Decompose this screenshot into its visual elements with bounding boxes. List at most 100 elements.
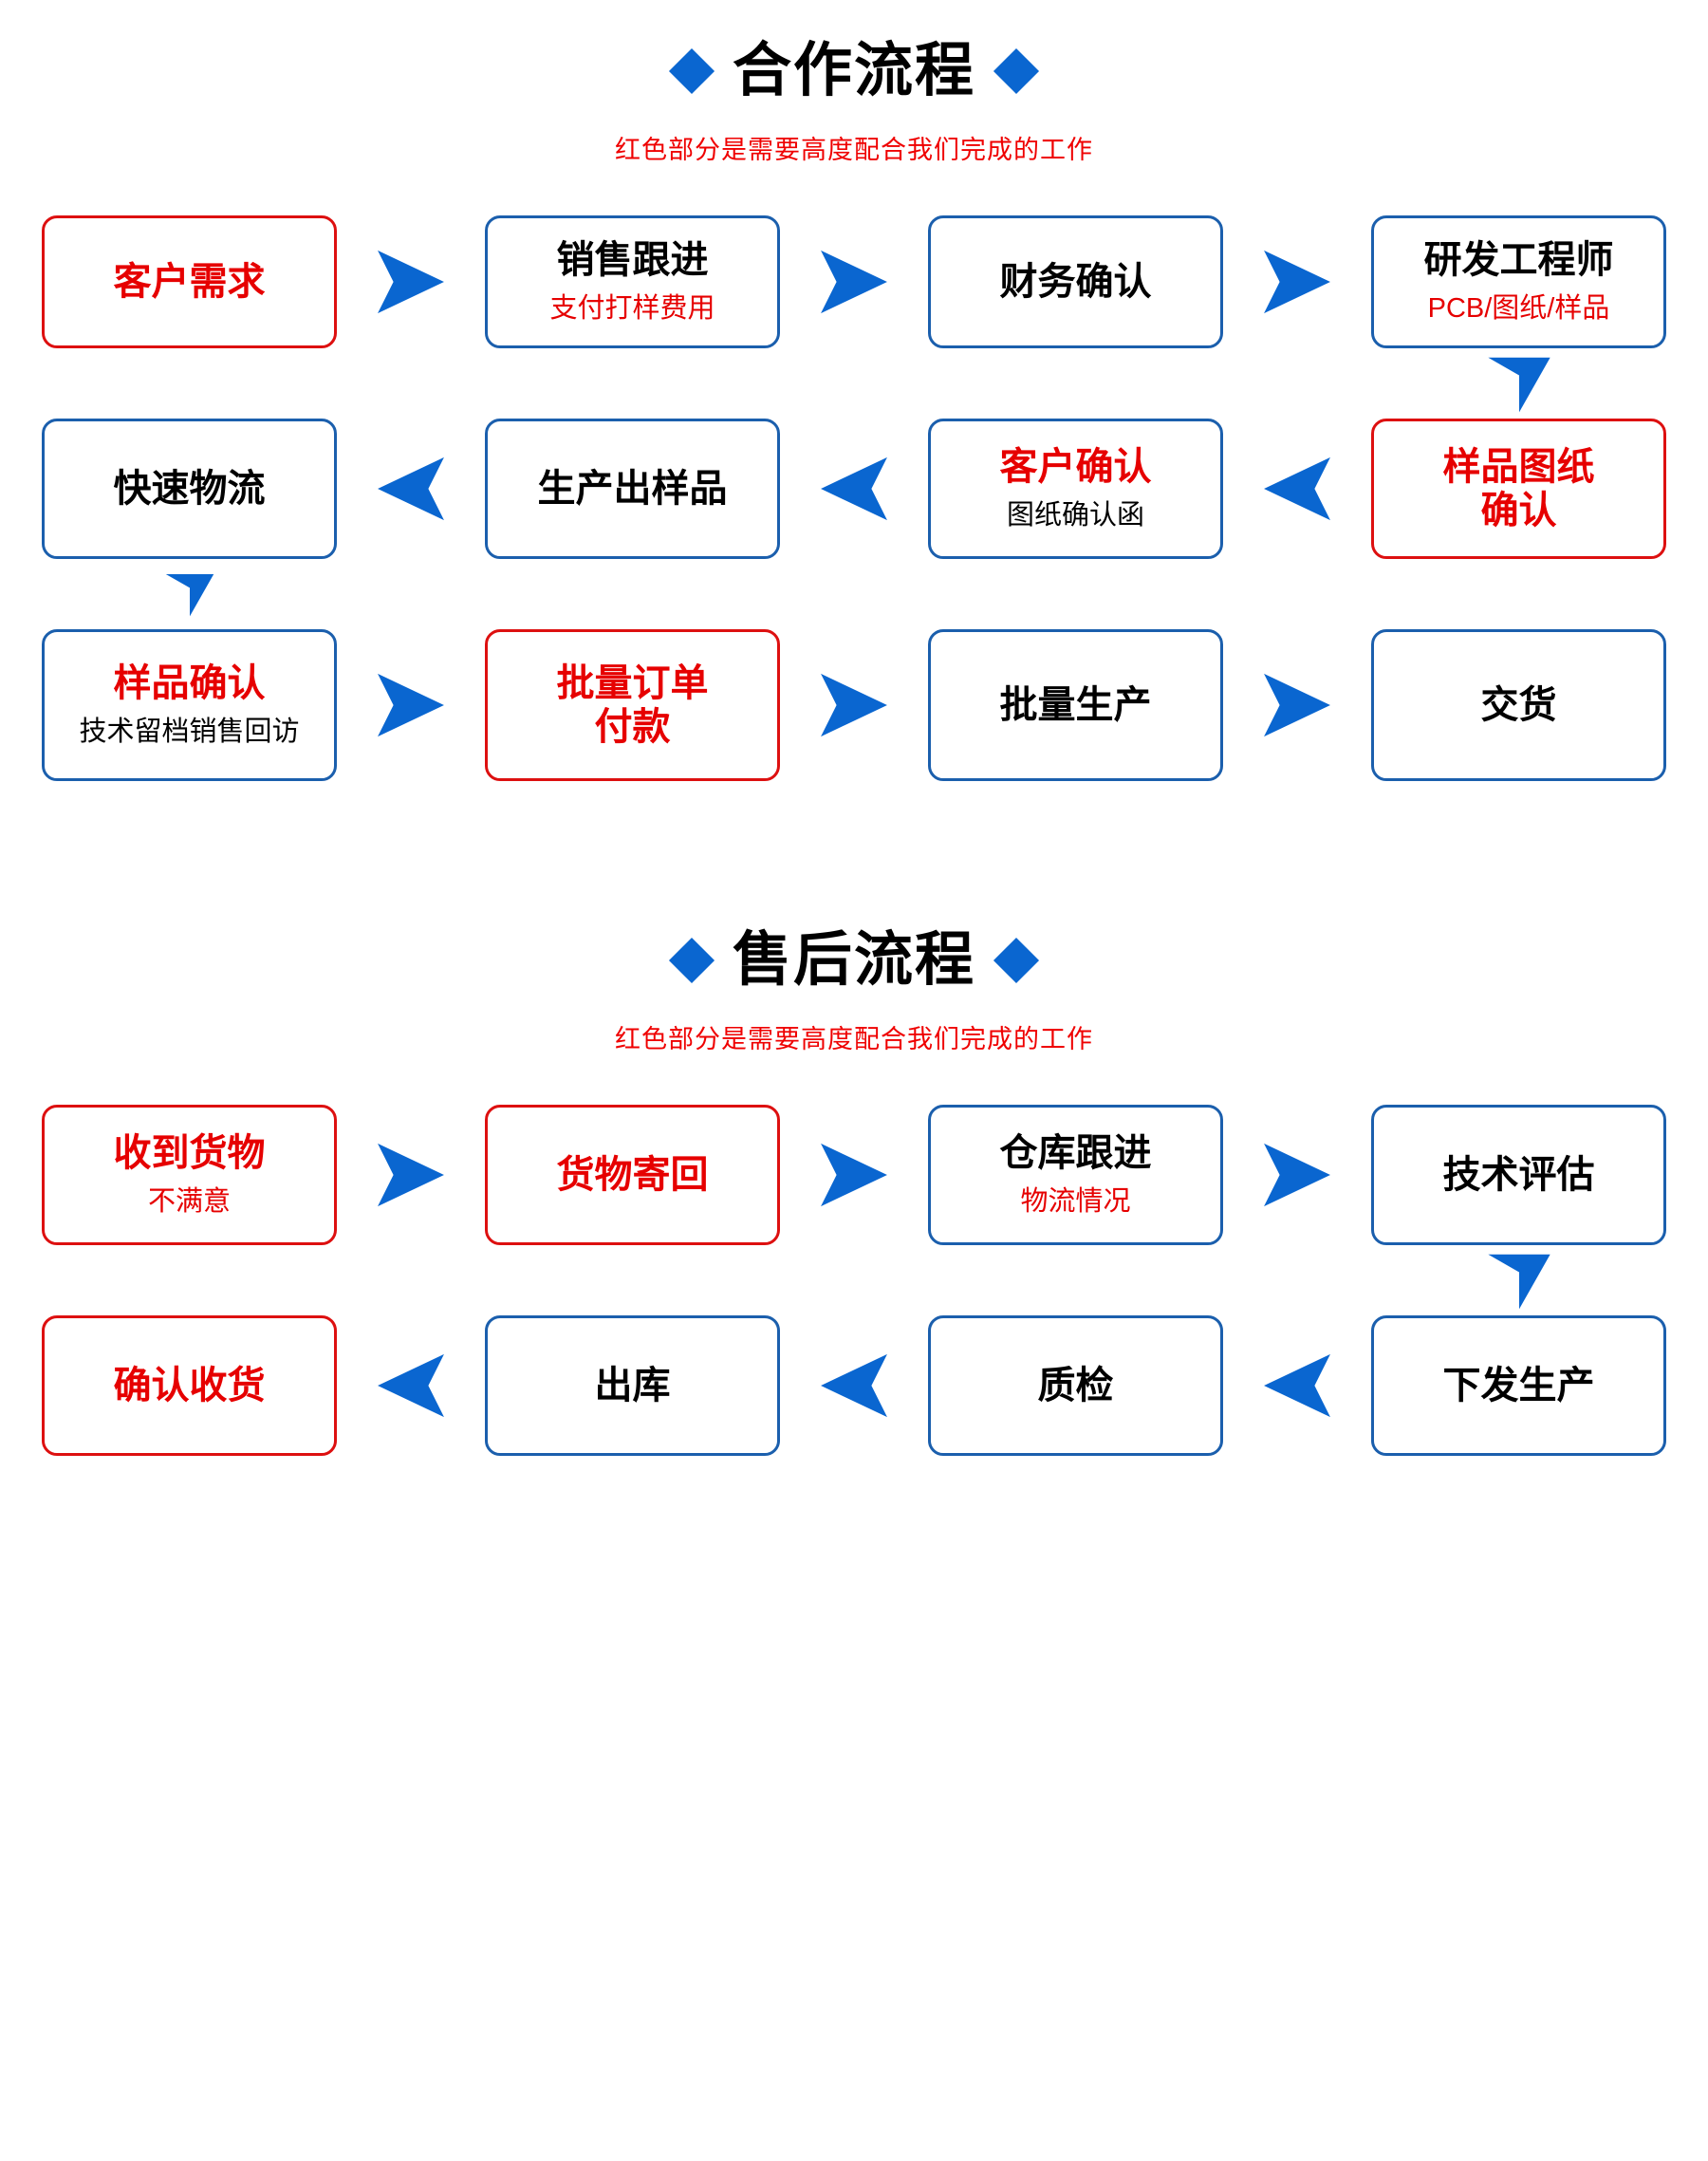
flow-after-sales: 收到货物 不满意 货物寄回 (42, 1105, 1666, 1456)
flow-node-title: 样品图纸 确认 (1442, 445, 1595, 531)
flow-node-piliangshengchan[interactable]: 批量生产 (928, 629, 1223, 781)
flow-node-yangpinqueren[interactable]: 样品确认 技术留档销售回访 (42, 629, 337, 781)
flow-node-shengchanchuyangpin[interactable]: 生产出样品 (485, 419, 780, 559)
section-title-text: 合作流程 (732, 38, 975, 103)
connector-left (780, 1315, 928, 1456)
flow-node-subtitle: 图纸确认函 (1006, 499, 1144, 531)
flow-cell: 交货 (1371, 629, 1666, 781)
flow-node-jiaohuo[interactable]: 交货 (1371, 629, 1666, 781)
flow-node-title: 交货 (1480, 683, 1557, 726)
connector-left (337, 419, 485, 559)
diamond-icon (668, 937, 715, 984)
connector-slot (1371, 1245, 1666, 1315)
flow-node-kehuxuqiu[interactable]: 客户需求 (42, 215, 337, 348)
connector-row (42, 1245, 1666, 1315)
flow-cell: 批量订单 付款 (485, 629, 780, 781)
flow-cell: 样品确认 技术留档销售回访 (42, 629, 337, 781)
arrow-down-icon (1482, 350, 1556, 417)
flow-node-cangkugenjin[interactable]: 仓库跟进 物流情况 (928, 1105, 1223, 1245)
connector-slot (485, 348, 780, 419)
connector-slot (1371, 348, 1666, 419)
connector-slot (928, 559, 1223, 629)
flow-cell: 财务确认 (928, 215, 1223, 348)
arrow-right-icon (367, 661, 455, 749)
flow-row: 确认收货 出库 (42, 1315, 1666, 1456)
flow-node-xiaoshougenjin[interactable]: 销售跟进 支付打样费用 (485, 215, 780, 348)
arrow-right-icon (367, 238, 455, 326)
flow-row: 客户需求 销售跟进 支付打样费用 (42, 215, 1666, 348)
flow-cell: 研发工程师 PCB/图纸/样品 (1371, 215, 1666, 348)
arrow-left-icon (810, 1342, 898, 1429)
flow-node-kuaisuwuliu[interactable]: 快速物流 (42, 419, 337, 559)
flow-cell: 批量生产 (928, 629, 1223, 781)
flow-node-subtitle: 技术留档销售回访 (79, 716, 300, 747)
arrow-right-icon (810, 1131, 898, 1219)
flow-row: 快速物流 生产出样品 (42, 419, 1666, 559)
flow-node-title: 财务确认 (999, 260, 1152, 303)
flow-cell: 销售跟进 支付打样费用 (485, 215, 780, 348)
connector-right (780, 629, 928, 781)
connector-row (42, 348, 1666, 419)
connector-right (1223, 629, 1371, 781)
flow-node-yangpintuzhiqueren[interactable]: 样品图纸 确认 (1371, 419, 1666, 559)
flow-node-title: 客户确认 (999, 446, 1152, 489)
connector-slot (42, 348, 337, 419)
flow-node-piliangdingdanfukuan[interactable]: 批量订单 付款 (485, 629, 780, 781)
connector-left (337, 1315, 485, 1456)
connector-right (337, 1105, 485, 1245)
flow-node-chuku[interactable]: 出库 (485, 1315, 780, 1456)
arrow-left-icon (1253, 445, 1341, 532)
flow-node-caiwuqueren[interactable]: 财务确认 (928, 215, 1223, 348)
diamond-icon (993, 47, 1040, 95)
connector-right (337, 215, 485, 348)
section-title-text: 售后流程 (732, 927, 975, 993)
flow-node-subtitle: PCB/图纸/样品 (1427, 292, 1610, 324)
flow-node-title: 样品确认 (113, 662, 266, 705)
arrow-down-icon (161, 568, 218, 621)
flow-node-title: 快速物流 (113, 467, 266, 510)
flow-node-title: 确认收货 (113, 1364, 266, 1407)
flow-cell: 样品图纸 确认 (1371, 419, 1666, 559)
flow-node-title: 研发工程师 (1423, 239, 1614, 282)
flow-cell: 生产出样品 (485, 419, 780, 559)
flow-node-kehuqueren[interactable]: 客户确认 图纸确认函 (928, 419, 1223, 559)
flow-node-shoudaohuowu[interactable]: 收到货物 不满意 (42, 1105, 337, 1245)
flow-node-querenshouhuo[interactable]: 确认收货 (42, 1315, 337, 1456)
flow-node-title: 生产出样品 (537, 467, 728, 510)
arrow-left-icon (1253, 1342, 1341, 1429)
flow-cell: 客户确认 图纸确认函 (928, 419, 1223, 559)
flow-cell: 快速物流 (42, 419, 337, 559)
connector-right (1223, 1105, 1371, 1245)
connector-right (780, 215, 928, 348)
flow-cell: 质检 (928, 1315, 1223, 1456)
flow-node-xiafashengchan[interactable]: 下发生产 (1371, 1315, 1666, 1456)
connector-slot (928, 1245, 1223, 1315)
flow-node-zhijian[interactable]: 质检 (928, 1315, 1223, 1456)
connector-left (1223, 419, 1371, 559)
connector-left (1223, 1315, 1371, 1456)
flow-cell: 货物寄回 (485, 1105, 780, 1245)
flow-node-title: 出库 (594, 1364, 671, 1407)
connector-slot (485, 1245, 780, 1315)
flow-cell: 收到货物 不满意 (42, 1105, 337, 1245)
flow-node-title: 技术评估 (1442, 1153, 1595, 1196)
flow-node-yanfagongchengshi[interactable]: 研发工程师 PCB/图纸/样品 (1371, 215, 1666, 348)
section-after-sales: 售后流程 红色部分是需要高度配合我们完成的工作 收到货物 不满意 (0, 781, 1708, 1456)
flow-cell: 下发生产 (1371, 1315, 1666, 1456)
flow-node-title: 货物寄回 (556, 1153, 709, 1196)
flow-node-subtitle: 支付打样费用 (549, 292, 715, 324)
arrow-right-icon (810, 661, 898, 749)
flow-node-title: 收到货物 (113, 1132, 266, 1175)
flow-cell: 客户需求 (42, 215, 337, 348)
connector-slot (42, 559, 337, 629)
flow-node-huowujihui[interactable]: 货物寄回 (485, 1105, 780, 1245)
flow-row: 收到货物 不满意 货物寄回 (42, 1105, 1666, 1245)
connector-slot (928, 348, 1223, 419)
connector-right (337, 629, 485, 781)
flow-node-jishupinggu[interactable]: 技术评估 (1371, 1105, 1666, 1245)
flow-node-title: 仓库跟进 (999, 1132, 1152, 1175)
connector-right (780, 1105, 928, 1245)
flow-cell: 出库 (485, 1315, 780, 1456)
arrow-right-icon (367, 1131, 455, 1219)
